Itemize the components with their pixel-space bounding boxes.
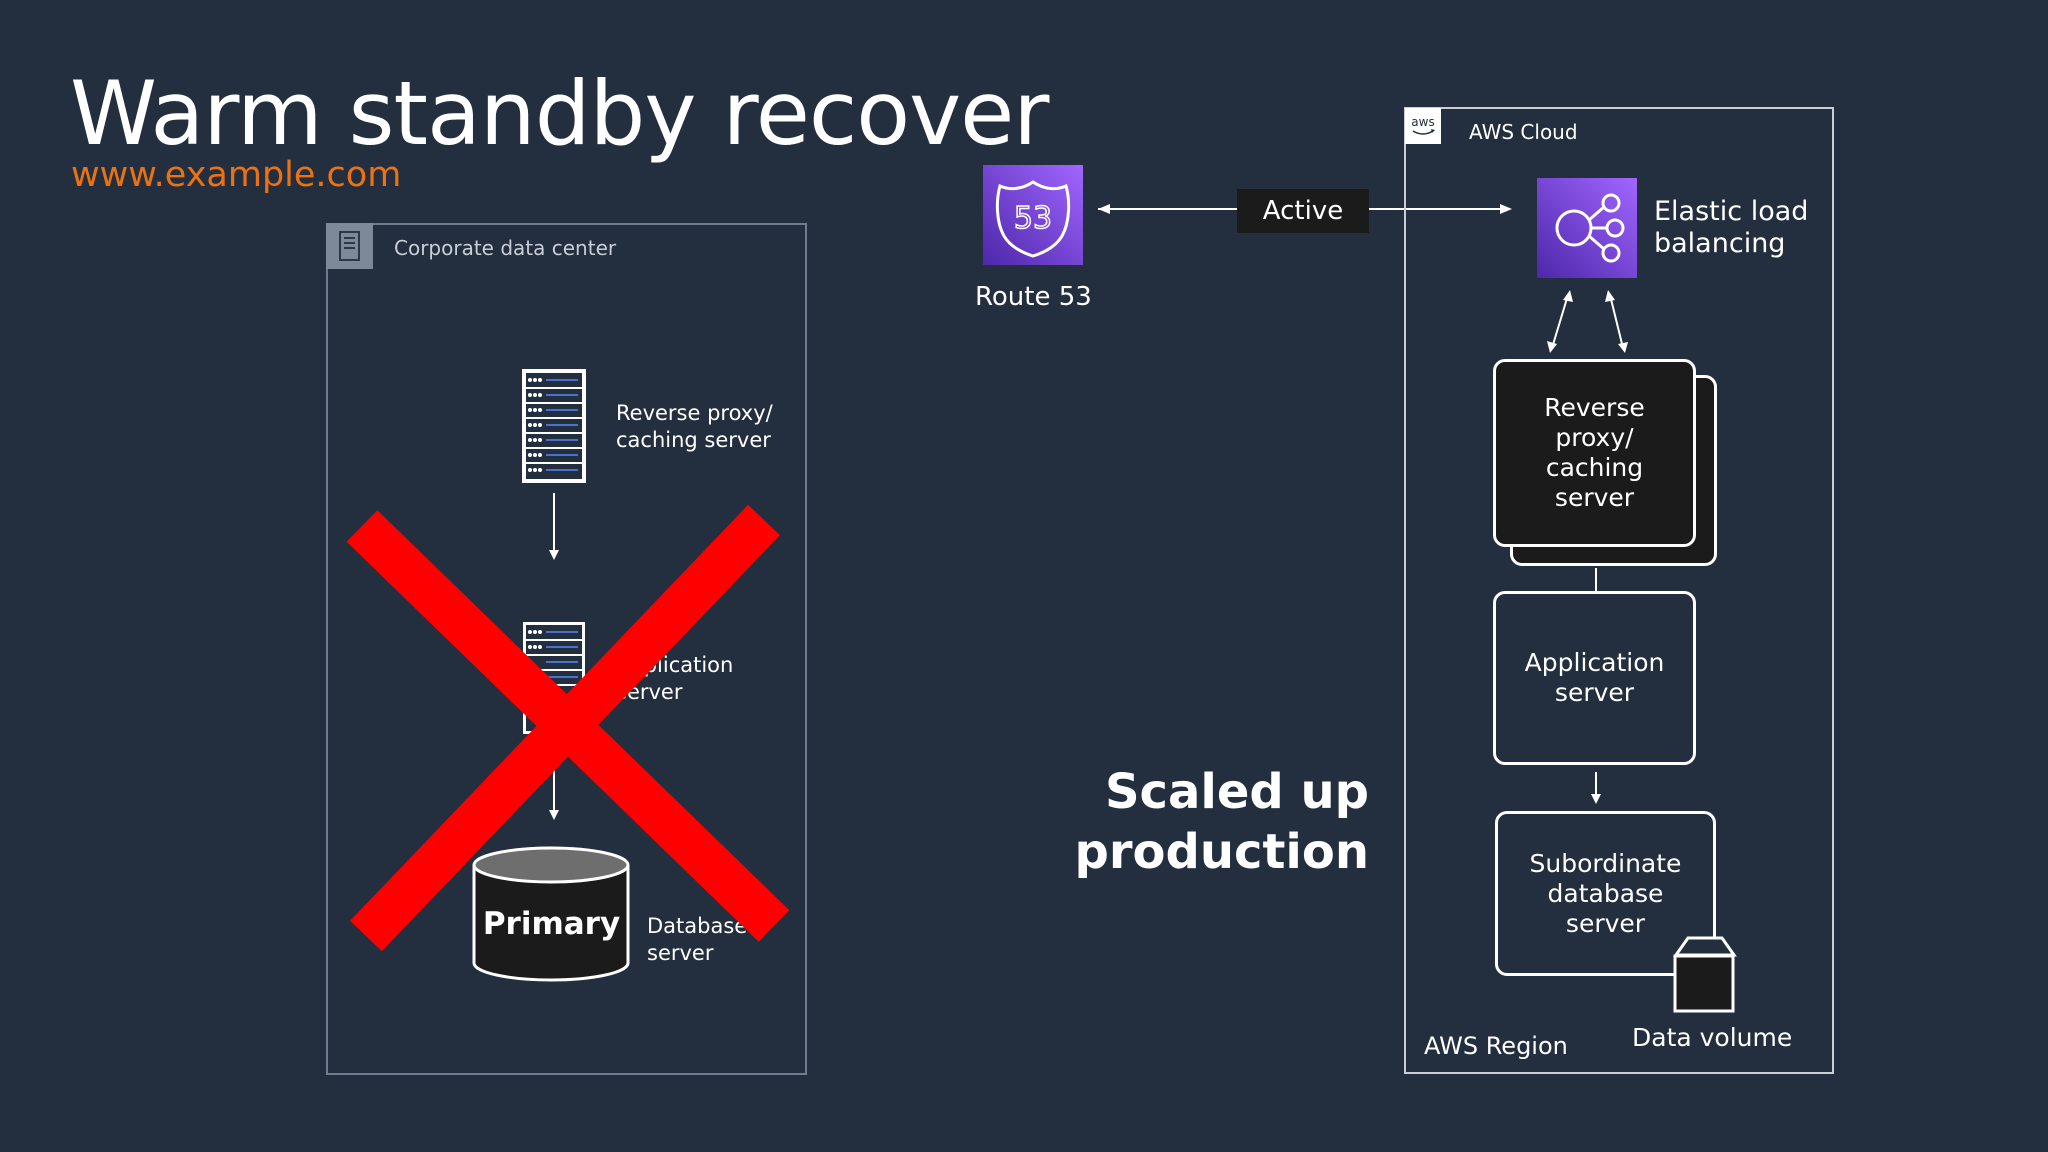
data-volume-label: Data volume: [1632, 1023, 1793, 1052]
route53-shield-icon: 53: [983, 165, 1083, 265]
page-title: Warm standby recover: [70, 62, 1049, 165]
scaled-up-production-label: Scaled up production: [1074, 764, 1369, 880]
server-rack-icon: [522, 369, 586, 483]
page-subtitle-url: www.example.com: [71, 155, 402, 195]
database-cylinder-icon: [472, 846, 630, 982]
route53-badge-number: 53: [1014, 201, 1052, 236]
elastic-load-balancing-label: Elastic load balancing: [1654, 196, 1809, 259]
corp-database-server-label: Database server: [647, 914, 748, 965]
aws-cloud-group: [1404, 107, 1834, 1074]
aws-application-label: Application server: [1524, 648, 1665, 707]
aws-region-label: AWS Region: [1424, 1032, 1568, 1060]
aws-logo-icon: aws: [1405, 108, 1441, 144]
svg-text:aws: aws: [1411, 115, 1434, 129]
active-connection-label: Active: [1237, 189, 1369, 233]
corporate-data-center-group: [326, 223, 807, 1075]
route53-label: Route 53: [975, 282, 1092, 312]
building-icon: [326, 223, 373, 269]
corporate-data-center-label: Corporate data center: [394, 236, 617, 260]
primary-database-label: Primary: [482, 906, 621, 942]
box-volume-icon: [1673, 936, 1737, 1013]
aws-subordinate-label: Subordinate database server: [1529, 848, 1682, 938]
aws-application-server: Application server: [1493, 591, 1696, 765]
aws-reverse-proxy-label: Reverse proxy/ caching server: [1544, 393, 1645, 512]
load-balancer-icon: [1537, 178, 1637, 278]
aws-cloud-label: AWS Cloud: [1469, 120, 1578, 144]
aws-reverse-proxy-server: Reverse proxy/ caching server: [1493, 359, 1696, 547]
corp-reverse-proxy-label: Reverse proxy/ caching server: [616, 401, 773, 452]
